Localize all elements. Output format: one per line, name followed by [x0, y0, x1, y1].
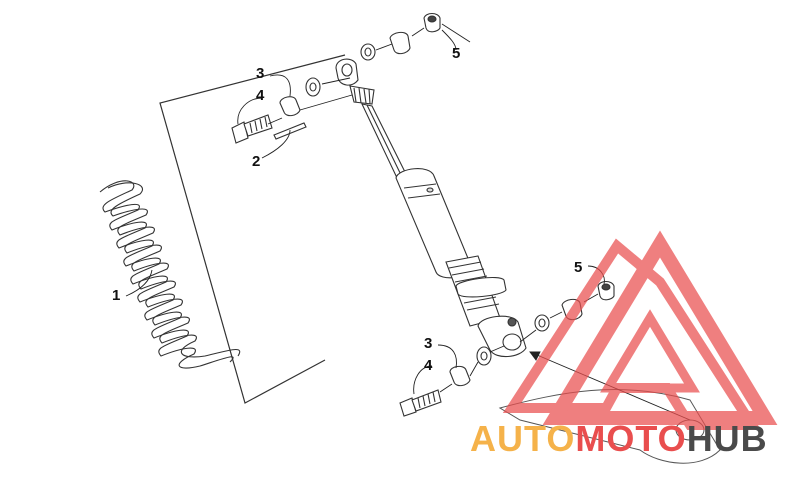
callout-2: 2 — [252, 153, 260, 170]
bottom-washer-left — [476, 346, 492, 366]
shock-upper-eye — [335, 58, 359, 86]
callout-5-top: 5 — [452, 45, 460, 62]
shock-absorber — [335, 58, 527, 358]
callout-1: 1 — [112, 287, 120, 304]
watermark-logo-triangles — [502, 230, 778, 430]
bottom-sleeve — [449, 365, 471, 387]
watermark-inner-triangle — [600, 309, 700, 393]
top-bushing — [389, 31, 411, 55]
watermark-hub: HUB — [686, 418, 768, 459]
watermark-moto: MOTO — [575, 418, 687, 459]
bottom-washer-right — [534, 314, 550, 332]
shock-lower-eye — [477, 315, 527, 358]
callout-3-bottom: 3 — [424, 335, 432, 352]
watermark-text: AUTOMOTOHUB — [470, 418, 768, 460]
callout-4-bottom: 4 — [424, 357, 433, 374]
leader-lines — [125, 23, 691, 421]
callout-4-top: 4 — [256, 87, 265, 104]
bottom-hardware — [399, 280, 615, 417]
callout-5-bottom: 5 — [574, 259, 582, 276]
top-bolt — [231, 114, 273, 144]
watermark-auto: AUTO — [470, 418, 576, 459]
assembly-bracket-outline — [159, 54, 346, 404]
top-sleeve — [279, 96, 301, 117]
callout-3-top: 3 — [256, 65, 264, 82]
top-washer-right — [360, 43, 376, 61]
bottom-bolt — [399, 389, 442, 417]
watermark-large-triangle — [542, 230, 778, 425]
coil-spring — [99, 180, 241, 369]
top-hardware — [231, 12, 441, 144]
top-washer-left — [305, 77, 321, 97]
